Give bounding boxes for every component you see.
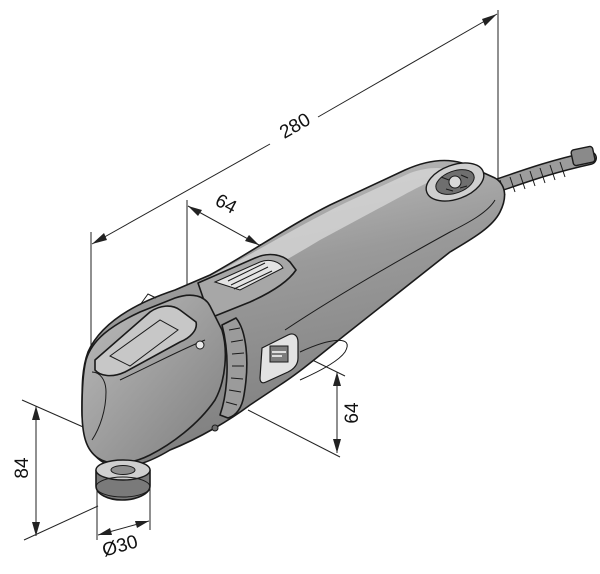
arrow-spindle-right — [135, 521, 149, 528]
tool-body — [81, 159, 506, 501]
ext-line-head-top — [21, 399, 91, 431]
arrow-grip-right — [245, 235, 259, 245]
head-height-label: 84 — [12, 457, 33, 479]
power-cord-icon — [483, 145, 597, 196]
grip-width-label: 64 — [212, 190, 241, 219]
slide-switch-icon — [197, 253, 297, 319]
arrow-body-bottom — [333, 439, 341, 453]
arrow-length-left — [92, 233, 107, 244]
ext-line-body-bottom — [247, 409, 341, 458]
spindle-icon — [95, 459, 151, 501]
fein-logo-icon — [259, 333, 299, 384]
speed-dial-icon — [219, 317, 248, 419]
arrow-length-right — [482, 14, 497, 26]
dimension-lines — [32, 13, 498, 536]
spindle-diameter-label: Ø30 — [100, 531, 140, 561]
arrow-head-bottom — [32, 522, 40, 536]
dim-line-length-right — [317, 13, 498, 118]
arrow-head-top — [32, 406, 40, 420]
arrow-body-top — [333, 372, 341, 386]
arrow-spindle-left — [98, 528, 112, 535]
overall-length-label: 280 — [276, 109, 314, 143]
rear-vent-icon — [425, 162, 485, 202]
body-height-label: 64 — [342, 402, 363, 424]
dim-line-length-left — [91, 143, 271, 245]
arrow-grip-left — [188, 206, 202, 216]
